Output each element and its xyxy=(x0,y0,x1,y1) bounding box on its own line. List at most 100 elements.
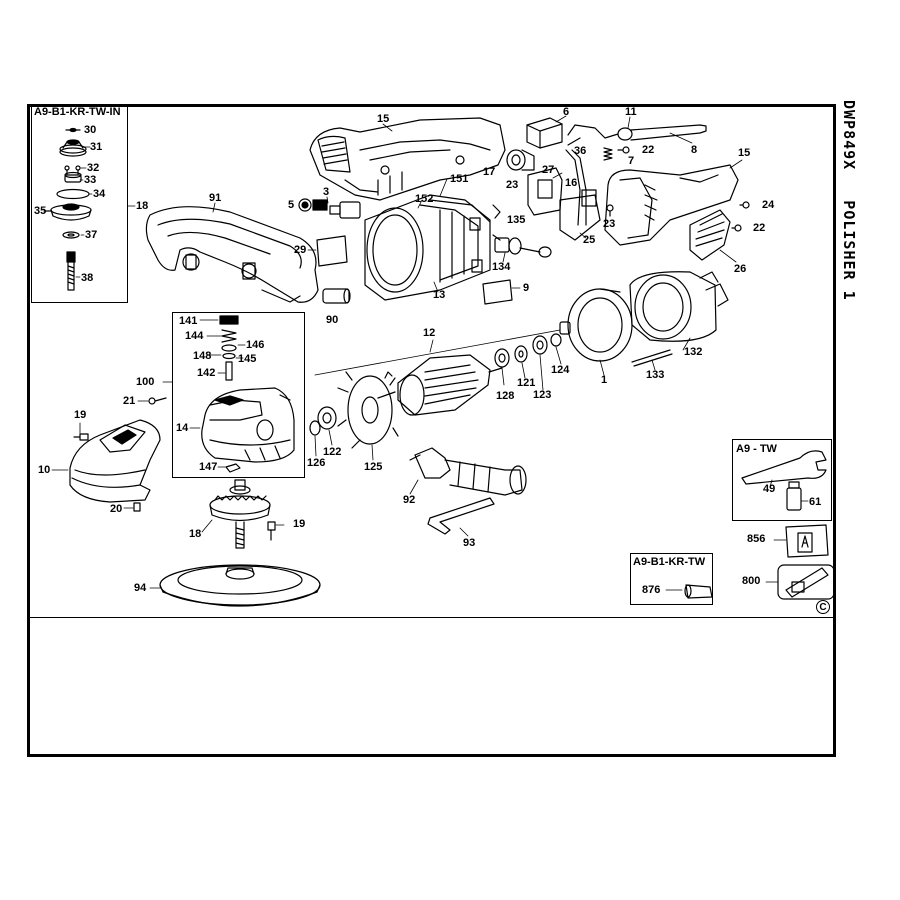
part-121-washer xyxy=(514,345,528,363)
callout-19-left: 19 xyxy=(74,409,87,421)
part-22-screw-rear xyxy=(731,224,742,232)
callout-15-rear: 15 xyxy=(738,147,751,159)
part-49-spanner xyxy=(741,450,827,485)
part-21-screw xyxy=(148,397,167,405)
part-61-bit xyxy=(786,481,802,511)
callout-27: 27 xyxy=(542,164,555,176)
callout-12: 12 xyxy=(423,327,436,339)
part-126-ring xyxy=(309,420,321,436)
callout-856: 856 xyxy=(747,533,766,545)
part-33-nut xyxy=(64,171,82,183)
part-19-screw xyxy=(73,433,89,441)
part-35-backing-hub xyxy=(43,203,92,221)
part-144-spring xyxy=(221,329,237,343)
callout-38: 38 xyxy=(81,272,94,284)
kit-box-a9-tw xyxy=(732,439,832,521)
part-17-cap xyxy=(506,149,535,171)
callout-25: 25 xyxy=(583,234,596,246)
callout-31: 31 xyxy=(90,141,103,153)
diagram-frame xyxy=(27,104,836,757)
callout-128: 128 xyxy=(496,390,515,402)
part-36-wires xyxy=(565,149,587,226)
part-11-8-power-cord xyxy=(567,124,707,146)
part-25-capacitor xyxy=(559,189,601,241)
kit-100-leaders xyxy=(162,319,246,468)
part-128-bearing xyxy=(494,348,510,368)
callout-23-top: 23 xyxy=(506,179,519,191)
callout-151: 151 xyxy=(450,173,469,185)
part-141-spring-cap xyxy=(219,315,239,325)
part-30-washer xyxy=(65,127,81,133)
callout-1: 1 xyxy=(601,374,608,386)
callout-7: 7 xyxy=(628,155,635,167)
callout-32: 32 xyxy=(87,162,100,174)
callout-124: 124 xyxy=(551,364,570,376)
part-5-brush xyxy=(298,198,328,212)
callout-145: 145 xyxy=(238,353,257,365)
callout-147: 147 xyxy=(199,461,218,473)
part-9-label-plate xyxy=(482,279,513,305)
callout-100: 100 xyxy=(136,376,155,388)
callout-10: 10 xyxy=(38,464,51,476)
part-22-screw xyxy=(617,146,630,154)
callout-125: 125 xyxy=(364,461,383,473)
kit-box-title-a9-b1-kr-tw-in: A9-B1-KR-TW-IN xyxy=(34,106,121,118)
callout-146: 146 xyxy=(246,339,265,351)
callout-121: 121 xyxy=(517,377,536,389)
callout-94: 94 xyxy=(134,582,147,594)
callout-11: 11 xyxy=(625,106,637,118)
callout-36: 36 xyxy=(574,145,587,157)
callout-22-rear: 22 xyxy=(753,222,766,234)
part-146-145-148-lock-button xyxy=(221,344,237,381)
part-18-backing-flange xyxy=(209,479,271,549)
callout-6: 6 xyxy=(563,106,570,118)
diagram-side-title: DWP849X POLISHER 1 xyxy=(840,100,858,301)
part-10-guard xyxy=(69,419,161,503)
part-876-sleeve xyxy=(684,584,713,599)
callout-126: 126 xyxy=(307,457,326,469)
callout-8: 8 xyxy=(691,144,698,156)
callout-3: 3 xyxy=(323,186,330,198)
callout-133: 133 xyxy=(646,369,665,381)
callout-61: 61 xyxy=(809,496,822,508)
part-122-bearing xyxy=(317,406,337,430)
callout-135: 135 xyxy=(507,214,526,226)
part-91-bail-handle xyxy=(145,206,319,303)
callout-26: 26 xyxy=(734,263,747,275)
part-147-clip xyxy=(225,463,241,473)
part-123-bearing xyxy=(532,335,548,355)
part-94-polishing-pad xyxy=(159,564,321,607)
callout-148: 148 xyxy=(193,350,212,362)
callout-17: 17 xyxy=(483,166,496,178)
part-19-screw-b xyxy=(267,521,276,541)
part-800-brush-kit xyxy=(777,564,835,600)
callout-33: 33 xyxy=(84,174,97,186)
callout-35: 35 xyxy=(34,205,47,217)
callout-5: 5 xyxy=(288,199,295,211)
part-132-field xyxy=(629,271,729,342)
callout-30: 30 xyxy=(84,124,97,136)
callout-91: 91 xyxy=(209,192,222,204)
callout-15-top: 15 xyxy=(377,113,390,125)
part-29-label-plate xyxy=(316,235,348,267)
callout-18-flange: 18 xyxy=(189,528,202,540)
callout-21: 21 xyxy=(123,395,136,407)
callout-141: 141 xyxy=(179,315,198,327)
part-14-gear-case xyxy=(201,387,295,463)
part-38-spindle xyxy=(66,251,76,291)
part-133-screws xyxy=(631,349,673,367)
callout-134: 134 xyxy=(492,261,511,273)
callout-800: 800 xyxy=(742,575,761,587)
kit-box-leaders xyxy=(75,146,136,278)
callout-13: 13 xyxy=(433,289,446,301)
diagram-divider xyxy=(30,617,833,618)
callout-9: 9 xyxy=(523,282,530,294)
kit-box-title-a9-b1-kr-tw: A9-B1-KR-TW xyxy=(633,556,706,568)
callout-20: 20 xyxy=(110,503,123,515)
part-134-spacer xyxy=(494,237,552,258)
callout-876: 876 xyxy=(642,584,661,596)
callout-24: 24 xyxy=(762,199,775,211)
part-856-manual xyxy=(785,524,829,558)
callout-144: 144 xyxy=(185,330,204,342)
part-93-hex-key xyxy=(427,497,495,535)
